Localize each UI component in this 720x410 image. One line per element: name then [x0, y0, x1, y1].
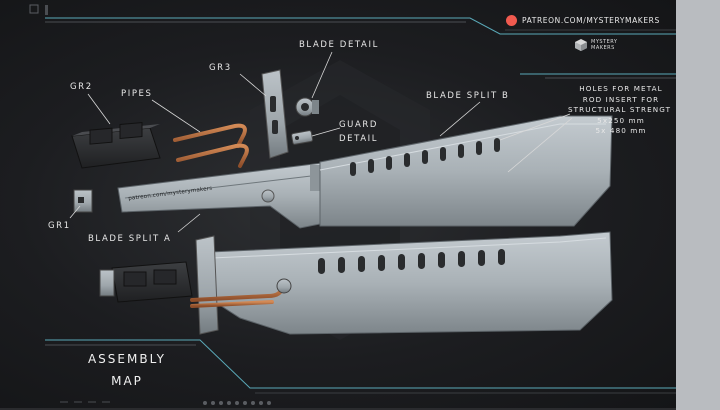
label-pipes: PIPES	[121, 89, 153, 99]
label-gr3: GR3	[209, 63, 232, 73]
title-line1: ASSEMBLY	[87, 352, 167, 366]
logo-text: MYSTERY MAKERS	[591, 39, 618, 51]
holes-note-line1: HOLES FOR METAL	[579, 84, 663, 93]
holes-note-line4: 5x250 mm	[597, 115, 645, 125]
blade-b-rod-holes	[350, 138, 500, 176]
mystery-makers-logo: MYSTERY MAKERS	[574, 38, 621, 52]
holes-note-line2: ROD INSERT FOR	[582, 94, 660, 104]
patreon-url: PATREON.COM/MYSTERYMAKERS	[522, 16, 660, 25]
callout-lines	[69, 51, 573, 233]
title-line2: MAP	[111, 374, 143, 388]
label-blade-detail: BLADE DETAIL	[299, 40, 379, 50]
gr1-part	[73, 189, 93, 213]
gr3-part	[261, 69, 289, 159]
holes-note-line5: 5x 480 mm	[595, 126, 647, 135]
assembly-map-image: patreon.com/mysterymakers PATREON.COM/MY…	[0, 0, 676, 408]
page-margin	[676, 0, 720, 410]
patreon-link[interactable]: PATREON.COM/MYSTERYMAKERS	[506, 15, 660, 26]
label-gr1: GR1	[48, 221, 71, 231]
exploded-parts	[69, 51, 613, 335]
cube-logo-icon	[575, 39, 587, 51]
pipes-part	[173, 123, 249, 168]
label-guard-detail: GUARD DETAIL	[339, 118, 378, 146]
blade-split-b-part	[319, 115, 613, 227]
blade-detail-part	[295, 97, 319, 117]
gr2-part	[71, 122, 161, 169]
holes-note: HOLES FOR METAL ROD INSERT FOR STRUCTURA…	[568, 84, 674, 137]
label-blade-split-a: BLADE SPLIT A	[88, 234, 172, 244]
label-blade-split-b: BLADE SPLIT B	[426, 91, 510, 101]
label-gr2: GR2	[70, 82, 93, 92]
assembly-map-title: ASSEMBLY MAP	[64, 348, 190, 392]
guard-detail-part	[291, 130, 314, 145]
assembled-knife	[99, 231, 613, 335]
patreon-icon	[506, 15, 517, 26]
label-guard-detail-line1: GUARD	[339, 120, 379, 130]
holes-note-line3: STRUCTURAL STRENGT	[568, 105, 672, 114]
label-guard-detail-line2: DETAIL	[339, 134, 379, 144]
assembled-rod-holes	[318, 249, 505, 274]
